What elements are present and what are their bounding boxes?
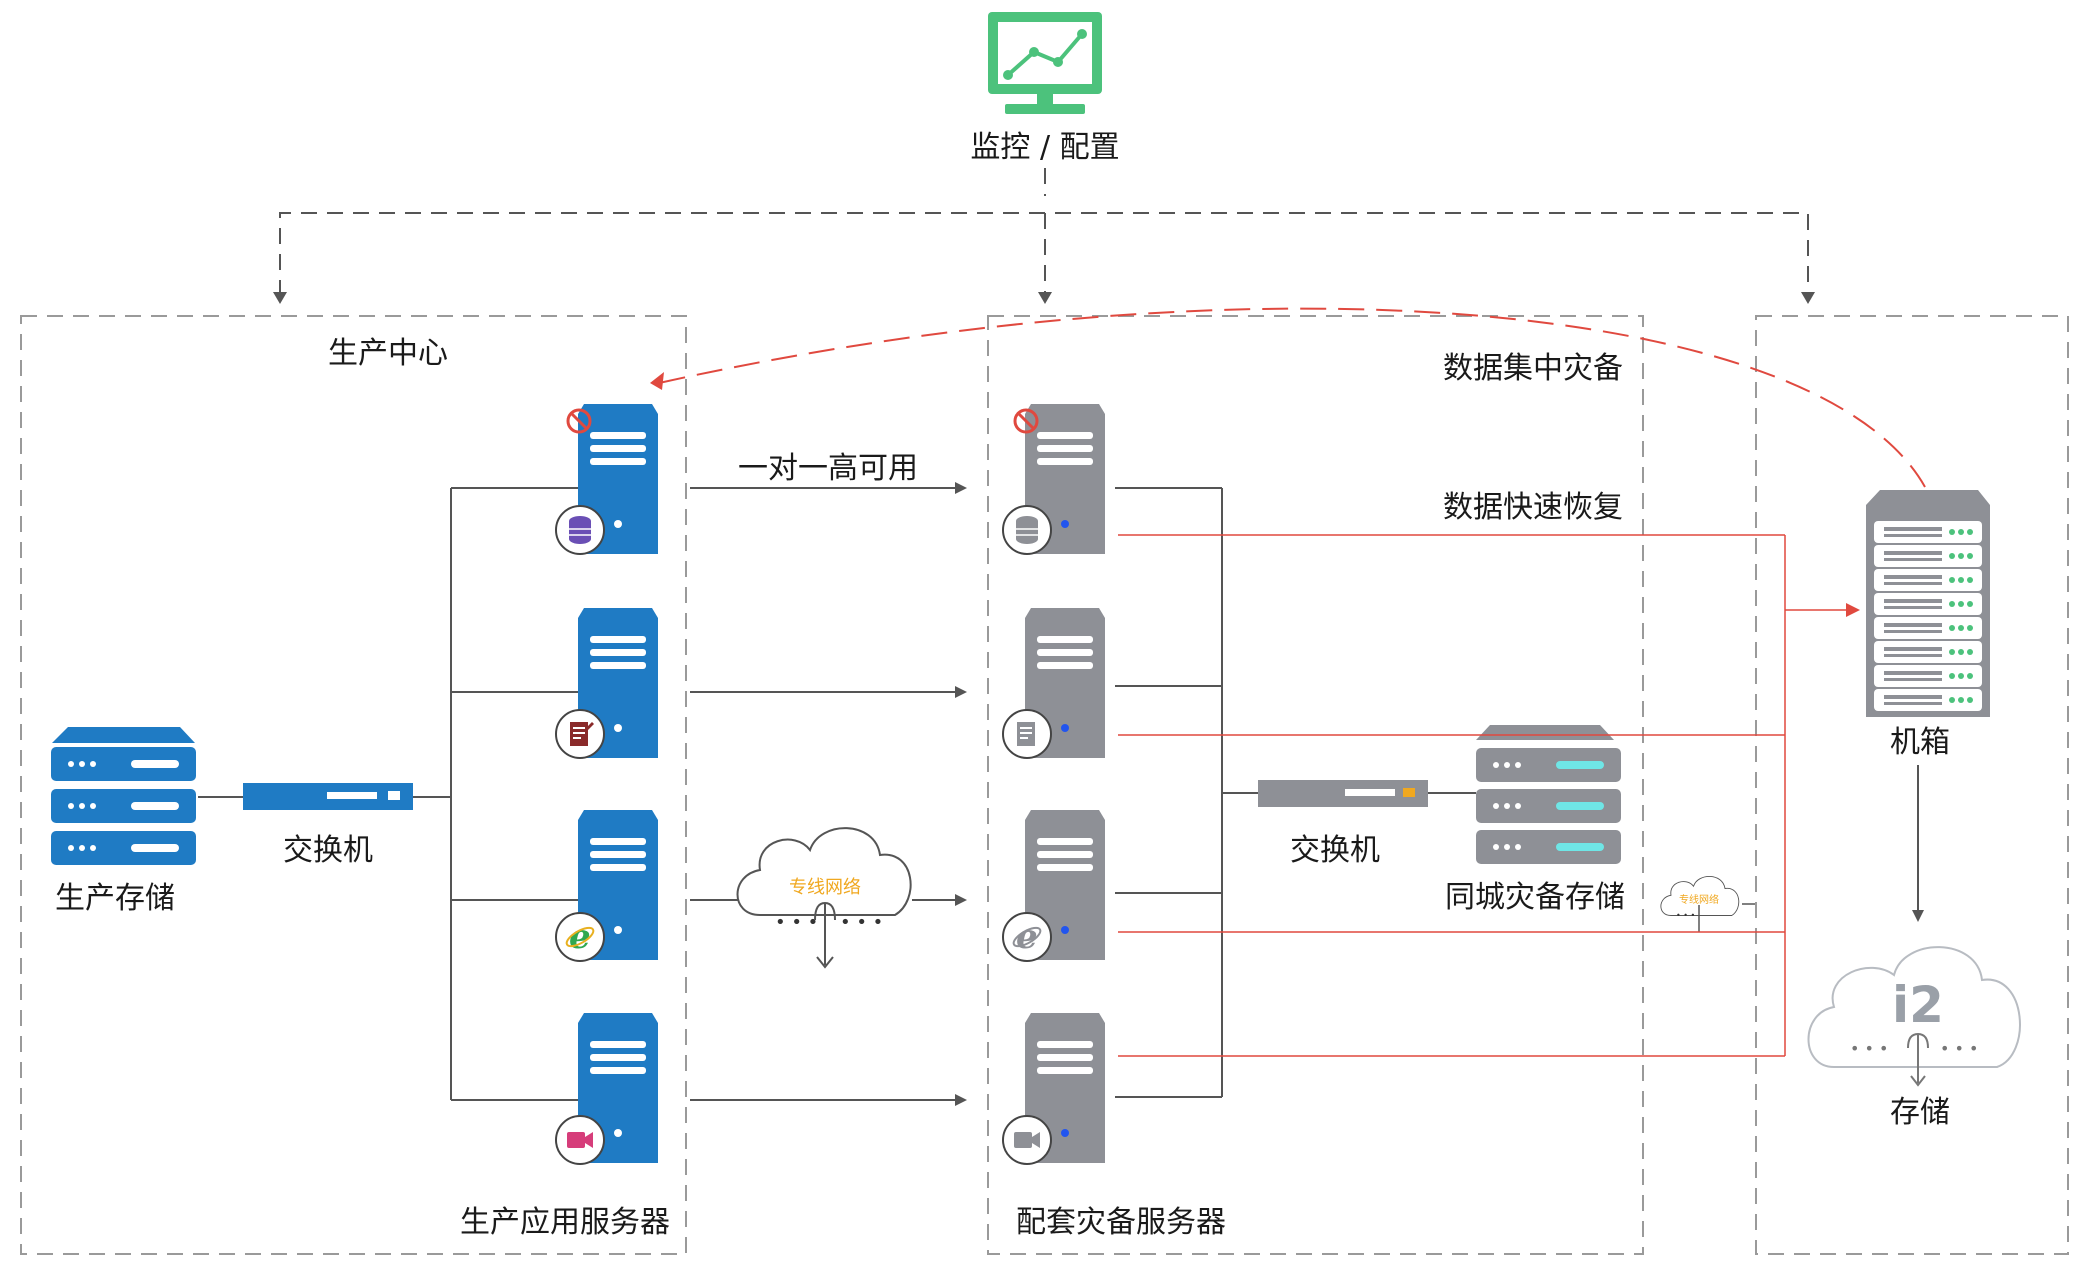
centralized-backup-arc — [649, 307, 1926, 488]
cloud-storage-dots-left: • • • — [1850, 1039, 1888, 1058]
monitor: 监控 / 配置 — [970, 12, 1120, 165]
dedicated-network-main: 专线网络 • • • • • • — [736, 827, 912, 969]
backup-server-1 — [1002, 404, 1105, 555]
production-server-2 — [555, 608, 658, 759]
production-server-4 — [555, 1013, 658, 1165]
production-switch-label: 交换机 — [283, 833, 373, 868]
cloud-storage-label: 存储 — [1890, 1095, 1950, 1130]
production-storage: 生产存储 — [51, 727, 196, 916]
zone-label-production-center: 生产中心 — [328, 336, 448, 371]
production-server-3: e — [555, 810, 658, 962]
zone-label-backup-servers: 配套灾备服务器 — [1016, 1205, 1226, 1240]
dedicated-network-main-dots: • • • — [775, 912, 818, 933]
ha-links — [690, 482, 967, 1106]
dedicated-network-small-dots: • • • — [1676, 911, 1695, 920]
backup-server-2 — [1002, 608, 1105, 759]
zone-backup — [987, 315, 1644, 1255]
dedicated-network-main-dots-right: • • • — [840, 912, 883, 933]
zone-boundaries — [20, 315, 2069, 1255]
zone-label-production-servers: 生产应用服务器 — [460, 1205, 670, 1240]
recovery-lines — [1118, 534, 1860, 1057]
ie-browser-icon: e — [1012, 917, 1042, 957]
production-switch: 交换机 — [243, 783, 413, 868]
backup-server-3: e — [1002, 810, 1105, 962]
svg-text:e: e — [1016, 917, 1038, 957]
dedicated-network-small: 专线网络 • • • — [1660, 875, 1755, 932]
dedicated-network-main-label: 专线网络 — [789, 877, 861, 898]
fast-recovery-label: 数据快速恢复 — [1443, 490, 1623, 525]
backup-tree — [1115, 487, 1258, 1098]
document-icon — [1017, 722, 1035, 746]
backup-switch-label: 交换机 — [1290, 833, 1380, 868]
video-icon — [567, 1132, 593, 1148]
i2-logo: i2 — [1892, 976, 1944, 1034]
svg-text:e: e — [569, 917, 591, 957]
monitor-chart-icon — [988, 12, 1102, 114]
cloud-storage: i2 • • • • • • 存储 — [1807, 946, 2021, 1130]
monitor-label: 监控 / 配置 — [970, 130, 1119, 165]
city-backup-storage-label: 同城灾备存储 — [1445, 880, 1625, 915]
database-icon — [569, 516, 591, 544]
chassis-label: 机箱 — [1890, 725, 1950, 760]
no-entry-icon — [1013, 408, 1039, 434]
video-icon — [1014, 1132, 1040, 1148]
dedicated-network-small-label: 专线网络 — [1679, 893, 1719, 906]
production-tree — [413, 487, 578, 1101]
document-icon — [570, 722, 594, 746]
production-server-1 — [555, 404, 658, 555]
database-icon — [1016, 516, 1038, 544]
ie-browser-icon: e — [565, 917, 595, 957]
backup-server-4 — [1002, 1013, 1105, 1165]
city-backup-storage: 同城灾备存储 — [1445, 725, 1625, 915]
chassis: 机箱 — [1866, 490, 1990, 760]
centralized-backup-label: 数据集中灾备 — [1443, 351, 1623, 386]
backup-switch: 交换机 — [1258, 780, 1428, 868]
monitor-arrows — [273, 292, 1815, 304]
zone-remote — [1755, 315, 2069, 1255]
cloud-storage-dots-right: • • • — [1940, 1039, 1978, 1058]
no-entry-icon — [566, 408, 592, 434]
production-storage-label: 生产存储 — [55, 881, 175, 916]
ha-label: 一对一高可用 — [738, 451, 918, 486]
zone-production — [20, 315, 687, 1255]
